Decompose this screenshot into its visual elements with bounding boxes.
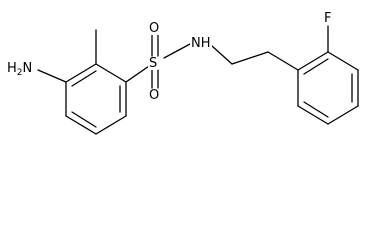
amine-label: NH2N bbox=[6, 61, 34, 78]
bond bbox=[95, 115, 127, 135]
oxygen-top-label: O bbox=[148, 21, 161, 36]
bond bbox=[327, 105, 359, 125]
bond-sn bbox=[163, 43, 191, 59]
bond-amine bbox=[37, 69, 67, 83]
bond-inner bbox=[303, 101, 329, 118]
oxygen-bottom-element: O bbox=[149, 88, 160, 103]
bond-chain bbox=[267, 51, 299, 71]
sulfur-label: S bbox=[148, 56, 159, 71]
amine-n: N bbox=[22, 61, 33, 76]
fluorine-label: F bbox=[323, 11, 333, 26]
bond bbox=[327, 51, 359, 71]
bond bbox=[95, 63, 127, 83]
bond-chain bbox=[211, 45, 233, 65]
oxygen-bottom-label: O bbox=[148, 88, 161, 103]
bond bbox=[65, 63, 97, 83]
bond-s bbox=[125, 63, 153, 83]
bond-chain bbox=[231, 51, 269, 65]
bond bbox=[297, 105, 329, 125]
bond bbox=[297, 51, 329, 71]
amine-h-count: 2 bbox=[16, 68, 23, 78]
bond-inner bbox=[303, 58, 329, 75]
structure-drawing bbox=[37, 25, 359, 135]
fluorine-element: F bbox=[324, 11, 332, 26]
bond-inner bbox=[71, 111, 97, 128]
bond bbox=[65, 115, 97, 135]
sulfur-element: S bbox=[149, 56, 158, 71]
amide-nh-text: NH bbox=[191, 36, 211, 51]
amide-nh-label: NH bbox=[190, 37, 212, 50]
oxygen-top-element: O bbox=[149, 21, 160, 36]
bond-inner bbox=[71, 70, 97, 87]
